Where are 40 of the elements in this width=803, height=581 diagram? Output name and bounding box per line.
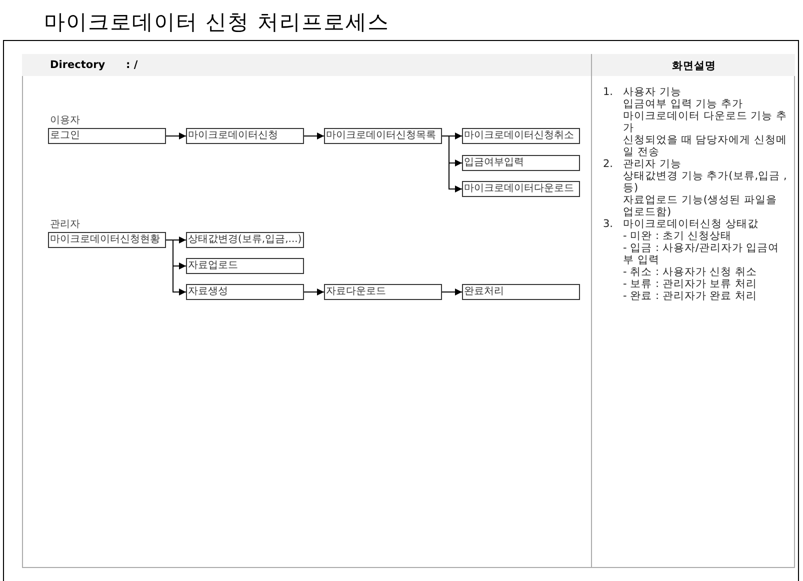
process-box: 상태값변경(보류,입금,...) [186, 232, 304, 248]
process-box: 마이크로데이터신청목록 [324, 128, 442, 144]
list-number: 2. [603, 158, 614, 172]
description-heading: 화면설명 [672, 59, 716, 73]
description-line: - 입금 : 사용자/관리자가 입금여부 입력 [623, 242, 780, 266]
process-box: 마이크로데이터신청현황 [48, 232, 166, 248]
process-box: 자료생성 [186, 284, 304, 300]
process-box: 로그인 [48, 128, 166, 144]
description-line: 관리자 기능 [623, 158, 682, 170]
page-title: 마이크로데이터 신청 처리프로세스 [44, 9, 390, 36]
arrow [166, 132, 186, 140]
process-box: 자료다운로드 [324, 284, 442, 300]
description-line: 마이크로데이터 다운로드 기능 추가 [623, 110, 787, 134]
description-line: 신청되었을 때 담당자에게 신청메일 전송 [623, 134, 787, 158]
process-box: 자료업로드 [186, 258, 304, 274]
description-line: 자료업로드 기능(생성된 파일을 업로드함) [623, 194, 778, 218]
directory-path: : / [126, 59, 138, 71]
role-label: 관리자 [50, 218, 80, 231]
arrow [304, 132, 324, 140]
directory-label: Directory [50, 59, 106, 71]
description-line: - 완료 : 관리자가 완료 처리 [623, 290, 758, 302]
description-line: 마이크로데이터신청 상태값 [623, 218, 760, 230]
role-label: 이용자 [50, 114, 80, 127]
process-box: 완료처리 [462, 284, 580, 300]
description-line: - 미완 : 초기 신청상태 [623, 230, 733, 242]
process-box: 입금여부입력 [462, 155, 580, 171]
description-line: - 취소 : 사용자가 신청 취소 [623, 266, 758, 278]
process-box: 마이크로데이터신청취소 [462, 128, 580, 144]
description-line: - 보류 : 관리자가 보류 처리 [623, 278, 758, 290]
arrow [442, 136, 462, 192]
arrow [166, 240, 186, 296]
list-number: 3. [603, 218, 614, 232]
description-line: 입금여부 입력 기능 추가 [623, 98, 744, 110]
description-line: 상태값변경 기능 추가(보류,입금 , 등) [623, 170, 787, 194]
process-box: 마이크로데이터신청 [186, 128, 304, 144]
arrow [304, 288, 324, 296]
arrow [442, 288, 462, 296]
list-number: 1. [603, 86, 614, 100]
description-line: 사용자 기능 [623, 86, 682, 98]
process-box: 마이크로데이터다운로드 [462, 181, 580, 197]
